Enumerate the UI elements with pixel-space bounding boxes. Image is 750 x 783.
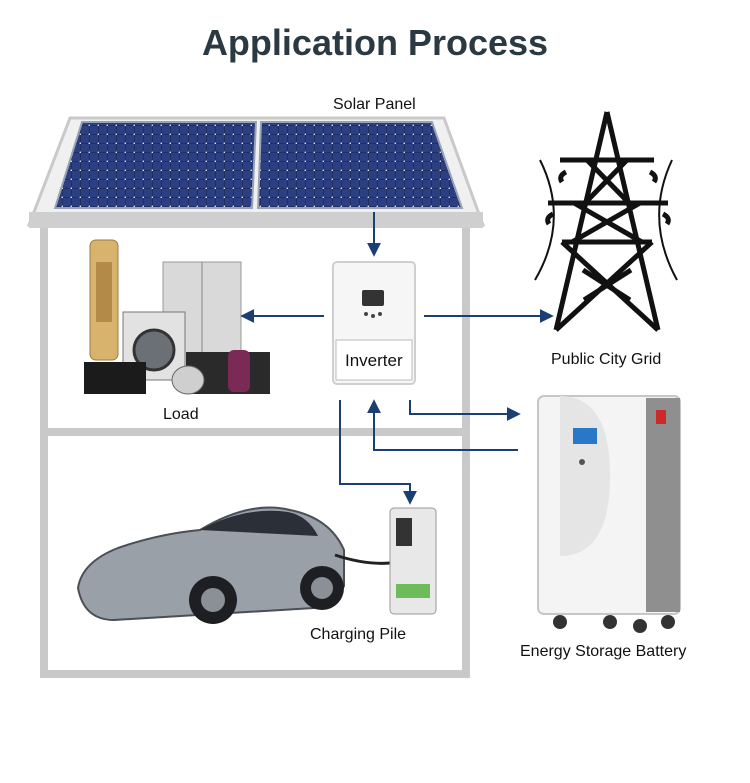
inverter-icon: [332, 261, 416, 385]
energy-storage-battery-label: Energy Storage Battery: [520, 643, 687, 660]
page-title: Application Process: [201, 22, 549, 63]
load-label: Load: [163, 406, 199, 423]
battery-icon: [537, 395, 681, 633]
flow-arrows: [240, 212, 554, 505]
arrow-inverter-to-charger: [339, 400, 417, 505]
charger-icon: [389, 507, 437, 615]
inverter-label: Inverter: [345, 351, 403, 370]
solar-panel-icon: [53, 121, 464, 209]
public-city-grid-label: Public City Grid: [551, 351, 662, 368]
power-tower-icon: [534, 111, 678, 332]
arrow-inverter-to-battery: [409, 400, 521, 421]
car-icon: [76, 506, 391, 624]
appliances-icon: [84, 239, 270, 395]
solar-panel-label: Solar Panel: [333, 96, 416, 113]
arrow-battery-to-inverter: [367, 399, 518, 451]
charging-pile-label: Charging Pile: [310, 626, 407, 643]
